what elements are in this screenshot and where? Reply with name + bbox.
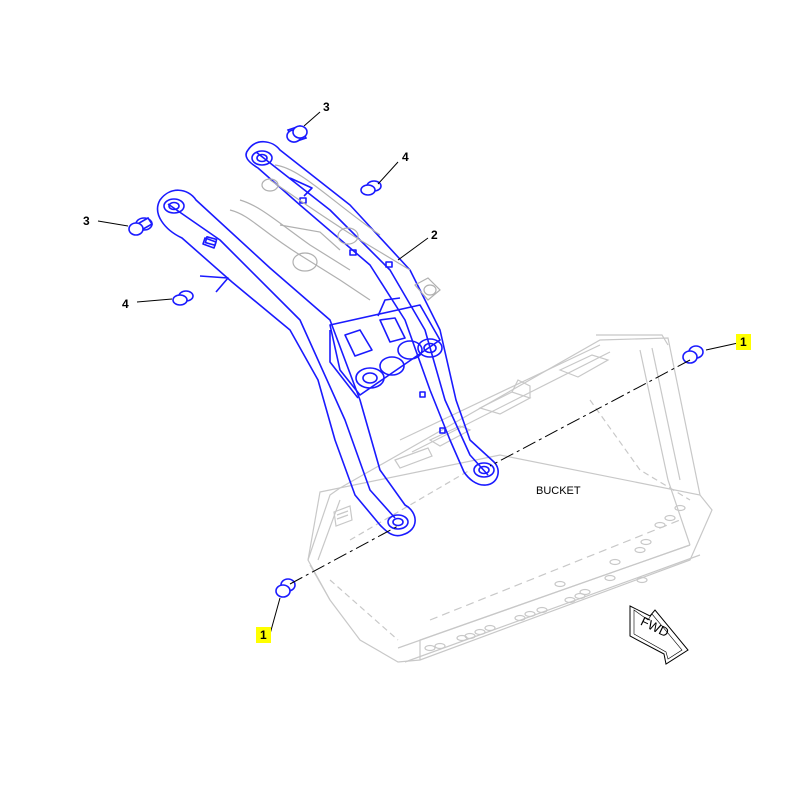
bushing-3-left [128, 216, 154, 236]
callout-1-left: 1 [256, 627, 271, 643]
callout-4-left: 4 [122, 297, 129, 311]
cutting-edge-bolts [424, 504, 686, 652]
bushing-4-top [360, 180, 382, 196]
callout-2: 2 [431, 228, 438, 242]
pin-1-right [682, 345, 704, 364]
callout-1-right: 1 [736, 334, 751, 350]
bucket-label: BUCKET [536, 485, 581, 497]
bucket [307, 334, 713, 663]
loader-linkage [156, 140, 499, 537]
fwd-arrow: FWD [629, 605, 689, 665]
right-lift-arm [245, 140, 499, 486]
left-lift-arm [156, 189, 416, 537]
callout-3-top: 3 [323, 100, 330, 114]
callout-3-left: 3 [83, 214, 90, 228]
pin-1-left [275, 578, 296, 598]
bucket-emblem [333, 505, 353, 527]
bushing-4-left [172, 290, 194, 306]
tilt-cylinder [229, 164, 441, 301]
bushings [128, 125, 704, 598]
cross-member [329, 297, 443, 399]
leader-lines [97, 111, 739, 635]
bushing-3-top [286, 125, 308, 143]
callout-4-top: 4 [402, 150, 409, 164]
